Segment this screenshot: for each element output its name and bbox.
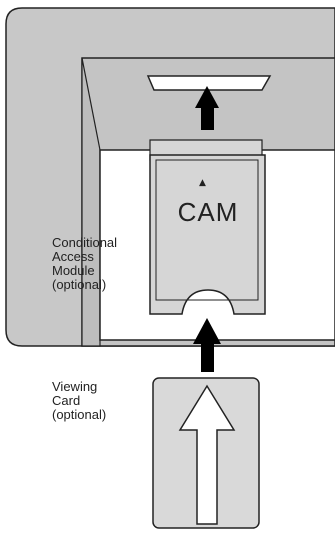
- insert-cam-arrow: [195, 86, 219, 130]
- card-description-line: Card: [52, 393, 81, 408]
- cam-module-face: [155, 159, 259, 301]
- cam-description-line: Conditional: [52, 235, 118, 250]
- cam-description-line: (optional): [52, 277, 107, 292]
- cam-description-line: Access: [52, 249, 94, 264]
- card-slot: [146, 75, 272, 91]
- card-description-line: Viewing: [52, 379, 98, 394]
- cam-label: CAM: [177, 197, 239, 227]
- insert-card-arrow: [193, 318, 221, 372]
- slot-recess-left-wall: [81, 57, 101, 347]
- card-description-line: (optional): [52, 407, 107, 422]
- card-direction-arrow: [178, 384, 236, 525]
- cam-description: Conditional Access Module (optional): [52, 236, 117, 292]
- cam-orientation-mark: ▲: [199, 178, 206, 188]
- cam-module: [149, 154, 266, 315]
- card-description: Viewing Card (optional): [52, 380, 106, 422]
- cam-description-line: Module: [52, 263, 95, 278]
